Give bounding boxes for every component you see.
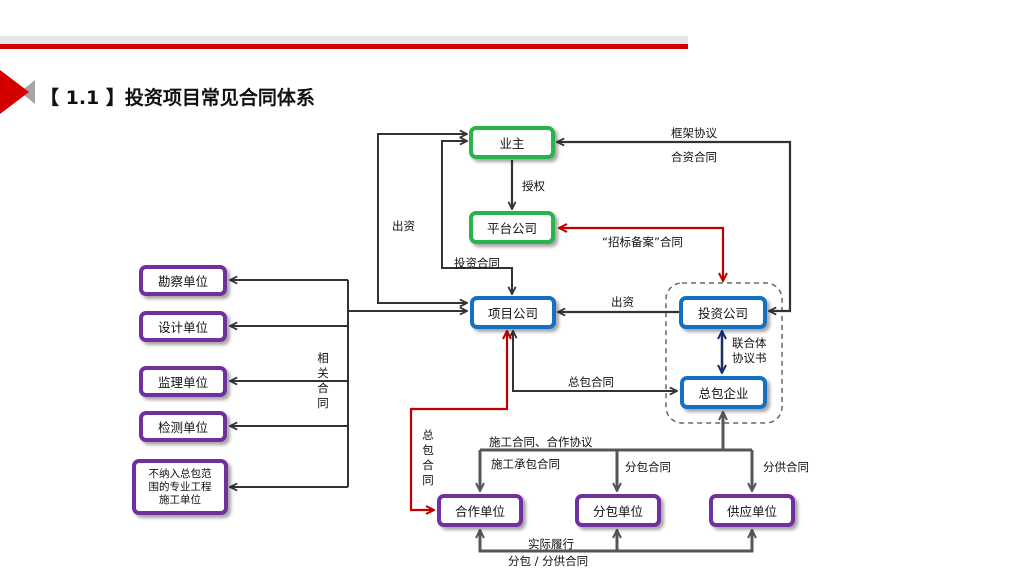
- node-special-construction-unit-label: 不纳入总包范围的专业工程施工单位: [148, 467, 212, 506]
- red-gray-chevron-icon: [0, 70, 35, 114]
- label-actual-performance: 实际履行: [528, 537, 574, 551]
- node-platform-company: 平台公司: [469, 211, 555, 244]
- label-authorization: 授权: [522, 179, 545, 193]
- node-survey-unit-label: 勘察单位: [157, 274, 208, 289]
- edge-framework-jv: [557, 142, 792, 311]
- node-subcontract-unit-label: 分包单位: [592, 504, 643, 519]
- label-jv-contract: 合资合同: [671, 150, 717, 164]
- header-red-bar: [0, 44, 688, 49]
- label-general-contract-left: 总包合同: [422, 428, 434, 487]
- label-construction-cooperation: 施工合同、合作协议: [489, 435, 593, 449]
- node-supervision-unit: 监理单位: [139, 366, 227, 397]
- label-general-contract-mid: 总包合同: [568, 375, 614, 389]
- node-owner-label: 业主: [499, 136, 525, 151]
- node-cooperation-unit-label: 合作单位: [454, 504, 505, 519]
- node-investment-company-label: 投资公司: [697, 306, 748, 321]
- node-project-company-label: 项目公司: [487, 306, 538, 321]
- edge-bidding-filing: [559, 228, 723, 281]
- label-capital-mid: 出资: [611, 295, 634, 309]
- node-platform-company-label: 平台公司: [486, 221, 537, 236]
- label-bidding-filing: “招标备案”合同: [602, 235, 683, 249]
- label-framework-agreement: 框架协议: [671, 126, 717, 140]
- label-supply-subcontract: 分供合同: [763, 460, 809, 474]
- label-consortium-text: 联合体协议书: [732, 336, 767, 365]
- label-construction-subcontract: 施工承包合同: [491, 457, 560, 471]
- node-testing-unit-label: 检测单位: [157, 420, 208, 435]
- label-investment-contract: 投资合同: [454, 256, 500, 270]
- node-special-construction-unit: 不纳入总包范围的专业工程施工单位: [132, 459, 228, 515]
- label-sub-supply-contract: 分包 / 分供合同: [508, 554, 589, 568]
- page-title: 【 1.1 】投资项目常见合同体系: [40, 87, 315, 109]
- node-general-contractor-label: 总包企业: [698, 386, 749, 401]
- node-owner: 业主: [469, 126, 555, 159]
- node-testing-unit: 检测单位: [139, 411, 227, 442]
- edge-capital-owner-project: [377, 134, 467, 303]
- label-capital-left: 出资: [392, 219, 415, 233]
- label-related-contracts: 相关合同: [317, 351, 329, 410]
- node-supply-unit: 供应单位: [709, 494, 795, 527]
- node-investment-company: 投资公司: [679, 296, 767, 329]
- node-design-unit: 设计单位: [139, 311, 227, 342]
- node-design-unit-label: 设计单位: [157, 320, 208, 335]
- label-consortium: 联合体协议书: [732, 336, 772, 366]
- label-subcontract: 分包合同: [625, 460, 671, 474]
- node-supply-unit-label: 供应单位: [726, 504, 777, 519]
- header-gray-bar: [0, 36, 688, 44]
- node-survey-unit: 勘察单位: [139, 265, 227, 296]
- edge-general-contract-red: [409, 331, 507, 510]
- edge-general-contract: [513, 331, 677, 391]
- node-project-company: 项目公司: [470, 296, 556, 329]
- node-general-contractor: 总包企业: [680, 376, 767, 409]
- node-supervision-unit-label: 监理单位: [157, 375, 208, 390]
- edge-investment-contract: [441, 141, 512, 294]
- node-cooperation-unit: 合作单位: [437, 494, 523, 527]
- node-subcontract-unit: 分包单位: [575, 494, 661, 527]
